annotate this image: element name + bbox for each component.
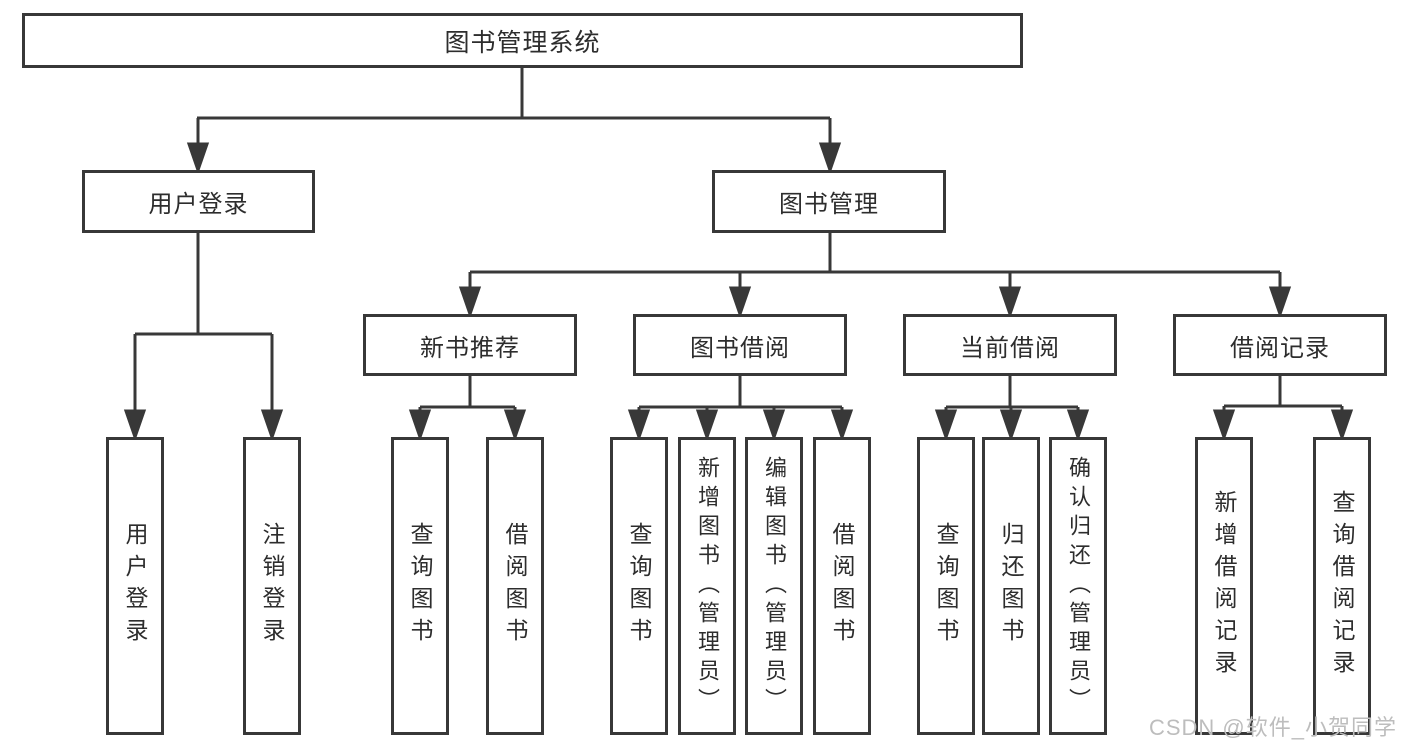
- connector-borrow-records-to-children: [1212, 376, 1354, 442]
- leaf-user-login: 用户登录: [106, 437, 164, 735]
- arrowhead: [830, 409, 854, 442]
- arrowhead: [123, 409, 147, 442]
- arrowhead: [762, 409, 786, 442]
- node-book-borrow: 图书借阅: [633, 314, 847, 376]
- leaf-logout: 注销登录: [243, 437, 301, 735]
- node-new-book-recommend: 新书推荐: [363, 314, 577, 376]
- node-borrow-records: 借阅记录: [1173, 314, 1387, 376]
- arrowhead: [1212, 409, 1236, 442]
- arrowhead: [260, 409, 284, 442]
- arrowhead: [1268, 286, 1292, 319]
- arrowhead: [998, 286, 1022, 319]
- arrowhead: [999, 409, 1023, 442]
- arrowhead: [503, 409, 527, 442]
- leaf-confirm-return-admin: 确认归还（管理员）: [1049, 437, 1107, 735]
- leaf-add-borrow-record: 新增借阅记录: [1195, 437, 1253, 735]
- leaf-query-books-current: 查询图书: [917, 437, 975, 735]
- arrowhead: [695, 409, 719, 442]
- leaf-add-book-admin: 新增图书（管理员）: [678, 437, 736, 735]
- leaf-query-books-recommend: 查询图书: [391, 437, 449, 735]
- arrowhead: [1066, 409, 1090, 442]
- arrowhead: [1330, 409, 1354, 442]
- arrowhead: [728, 286, 752, 319]
- arrowhead: [458, 286, 482, 319]
- connector-current-borrow-to-children: [934, 376, 1090, 442]
- connector-root-to-level1: [186, 68, 842, 175]
- leaf-borrow-books: 借阅图书: [813, 437, 871, 735]
- connector-user-login-to-children: [123, 233, 284, 442]
- leaf-edit-book-admin: 编辑图书（管理员）: [745, 437, 803, 735]
- arrowhead: [186, 142, 210, 175]
- node-current-borrow: 当前借阅: [903, 314, 1117, 376]
- arrowhead: [627, 409, 651, 442]
- leaf-query-books-borrow: 查询图书: [610, 437, 668, 735]
- connector-new-book-recommend-to-children: [408, 376, 527, 442]
- leaf-borrow-books-recommend: 借阅图书: [486, 437, 544, 735]
- watermark-csdn: CSDN @软件_小贺同学: [1148, 715, 1397, 740]
- node-user-login: 用户登录: [82, 170, 315, 233]
- arrowhead: [408, 409, 432, 442]
- node-root-library-system: 图书管理系统: [22, 13, 1023, 68]
- leaf-return-book: 归还图书: [982, 437, 1040, 735]
- arrowhead: [934, 409, 958, 442]
- arrowhead: [818, 142, 842, 175]
- leaf-query-borrow-record: 查询借阅记录: [1313, 437, 1371, 735]
- connector-book-borrow-to-children: [627, 376, 854, 442]
- node-book-management: 图书管理: [712, 170, 946, 233]
- connector-book-management-to-level2: [458, 233, 1292, 319]
